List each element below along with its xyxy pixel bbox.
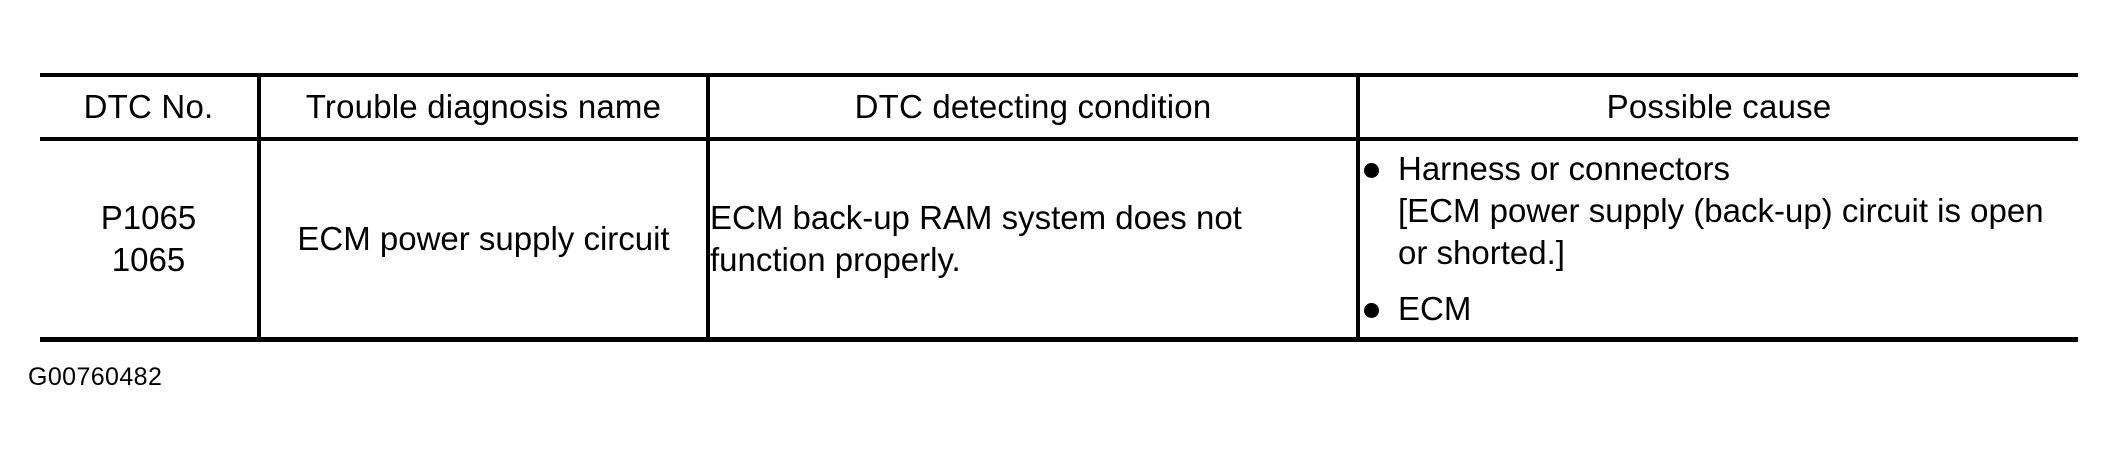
dtc-number-secondary: 1065	[111, 241, 186, 278]
table-header: DTC No. Trouble diagnosis name DTC detec…	[40, 73, 2078, 141]
column-header-trouble-diagnosis-name: Trouble diagnosis name	[257, 73, 708, 141]
table-header-row: DTC No. Trouble diagnosis name DTC detec…	[40, 73, 2078, 141]
possible-cause-list: Harness or connectors [ECM power supply …	[1360, 148, 2078, 331]
cell-trouble-diagnosis-name: ECM power supply circuit	[257, 139, 708, 342]
bullet-icon	[1364, 303, 1379, 319]
dtc-diagnostic-table: DTC No. Trouble diagnosis name DTC detec…	[40, 73, 2078, 342]
cell-dtc-detecting-condition: ECM back-up RAM system does not function…	[706, 139, 1358, 342]
column-header-dtc-detecting-condition: DTC detecting condition	[706, 73, 1358, 141]
possible-cause-text: Harness or connectors	[1398, 149, 1730, 187]
table-row: P1065 1065 ECM power supply circuit ECM …	[40, 139, 2078, 342]
column-header-dtc-no: DTC No.	[40, 73, 259, 141]
column-header-possible-cause: Possible cause	[1356, 73, 2078, 141]
cell-dtc-no: P1065 1065	[40, 139, 259, 342]
list-item: ECM	[1360, 288, 2078, 330]
figure-id-label: G00760482	[28, 363, 163, 391]
table-body: P1065 1065 ECM power supply circuit ECM …	[40, 139, 2078, 342]
list-item: Harness or connectors [ECM power supply …	[1360, 148, 2078, 275]
possible-cause-detail: [ECM power supply (back-up) circuit is o…	[1398, 191, 2044, 271]
dtc-number-primary: P1065	[100, 198, 197, 236]
cell-possible-cause: Harness or connectors [ECM power supply …	[1356, 139, 2078, 342]
bullet-icon	[1364, 162, 1379, 178]
possible-cause-text: ECM	[1398, 290, 1472, 328]
